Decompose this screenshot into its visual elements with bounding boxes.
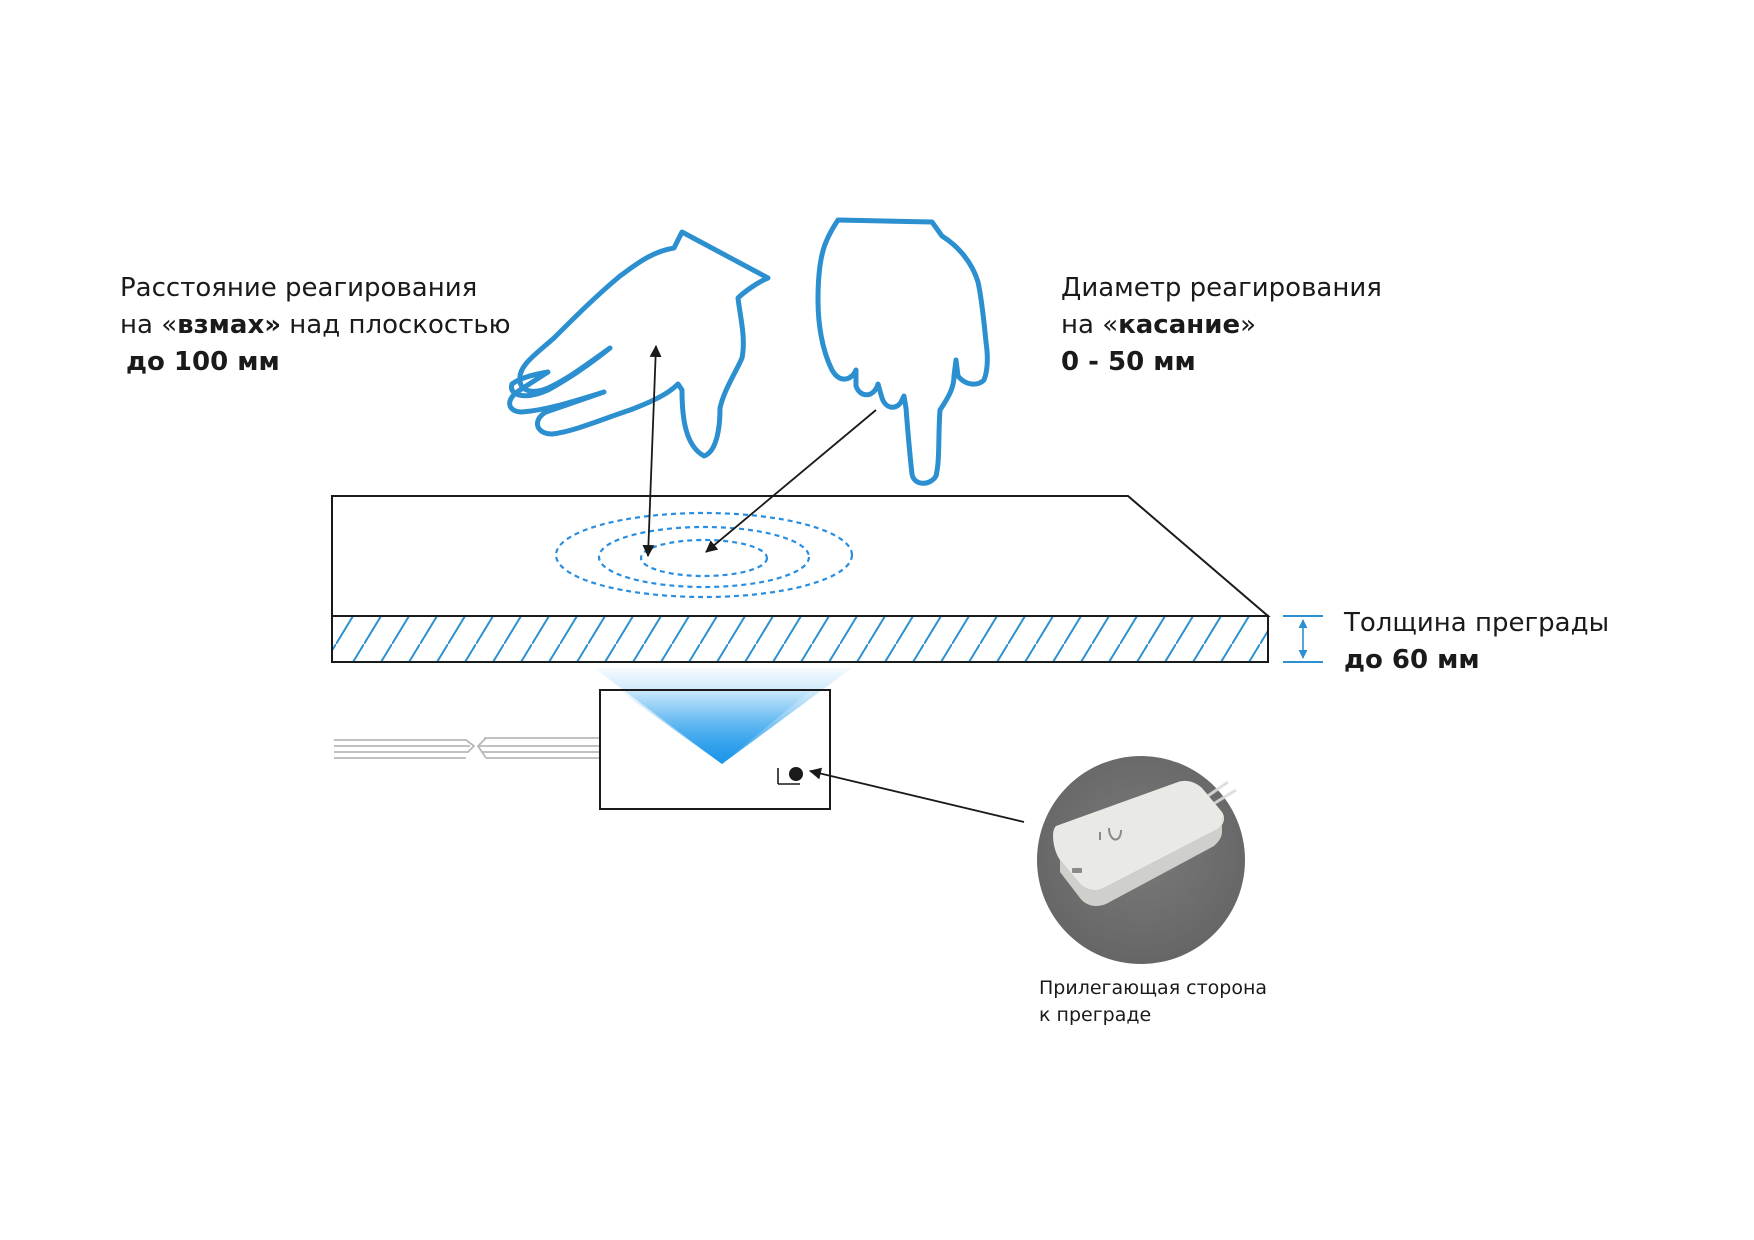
swipe-distance-arrow — [642, 345, 662, 557]
slab-hatched-front — [331, 615, 1269, 663]
ring-middle — [597, 525, 811, 589]
sensor-device-photo — [1037, 756, 1245, 964]
swipe-label-value: до 100 мм — [126, 347, 280, 377]
touch-label-value: 0 - 50 мм — [1061, 347, 1196, 377]
ring-outer — [554, 511, 854, 599]
thickness-label-line1: Толщина преграды — [1344, 608, 1610, 638]
photo-caption-line1: Прилегающая сторона — [1039, 977, 1268, 999]
swipe-label-line2: на «взмах» над плоскостью — [120, 310, 511, 340]
slab-top-face — [331, 495, 1271, 617]
open-hand-icon — [507, 229, 771, 459]
thickness-label-value: до 60 мм — [1344, 645, 1480, 675]
touch-label-line2: на «касание» — [1061, 310, 1256, 340]
photo-device-icon — [1108, 827, 1122, 841]
pointing-hand-icon — [815, 217, 990, 486]
touch-diameter-label: Диаметр реагирования на «касание» 0 - 50… — [1061, 270, 1382, 381]
photo-caption: Прилегающая сторона к преграде — [1039, 975, 1267, 1029]
photo-device-top — [1053, 780, 1224, 891]
thickness-dimension — [1283, 615, 1323, 663]
device-indicator-dot — [789, 767, 803, 781]
swipe-range-label: Расстояние реагирования на «взмах» над п… — [120, 270, 511, 381]
sensor-device — [599, 689, 831, 810]
surface-slab — [331, 495, 1271, 663]
photo-caption-line2: к преграде — [1039, 1004, 1152, 1026]
photo-device-port — [1072, 868, 1082, 873]
device-side-arrow — [809, 767, 1025, 823]
sensing-rings — [554, 511, 854, 599]
swipe-label-line1: Расстояние реагирования — [120, 273, 478, 303]
thickness-label: Толщина преграды до 60 мм — [1344, 605, 1609, 679]
device-cable — [334, 737, 600, 759]
touch-arrow — [705, 409, 877, 553]
ring-inner — [639, 538, 769, 578]
touch-label-line1: Диаметр реагирования — [1061, 273, 1382, 303]
